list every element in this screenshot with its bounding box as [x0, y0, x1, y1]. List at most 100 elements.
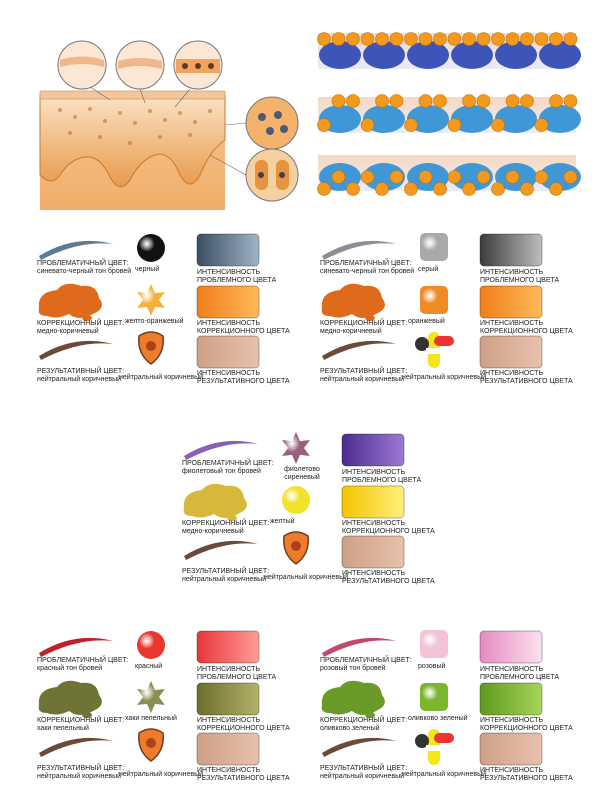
result-label-title: РЕЗУЛЬТАТИВНЫЙ ЦВЕТ: — [320, 765, 408, 772]
pigment-particle-small — [433, 94, 447, 108]
result-label: РЕЗУЛЬТАТИВНЫЙ ЦВЕТ:нейтральный коричнев… — [320, 368, 407, 384]
result-brow-stroke — [322, 340, 396, 360]
result-color-icon — [138, 331, 164, 365]
correction-blob — [321, 680, 385, 715]
problem-intensity-swatch — [196, 233, 260, 267]
correction-swatch-caption-line2: КОРРЕКЦИОННОГО ЦВЕТА — [342, 528, 435, 535]
problem-label-desc: синевато-черный тон бровей — [320, 268, 415, 275]
zoom-circle-2 — [115, 40, 165, 104]
zoom-circle-1 — [57, 40, 111, 101]
correction-icon-caption: оранжевый — [408, 318, 445, 325]
pigment-particle-small — [476, 94, 491, 108]
correction-label-desc: медно-коричневый — [37, 328, 99, 335]
result-label-title: РЕЗУЛЬТАТИВНЫЙ ЦВЕТ: — [37, 765, 125, 772]
pigment-particle-small — [331, 170, 346, 184]
result-swatch-caption-line2: РЕЗУЛЬТАТИВНОГО ЦВЕТА — [342, 578, 435, 585]
zoom-circle-3 — [173, 40, 223, 108]
result-icon-caption: нейтральный коричневый — [402, 771, 487, 778]
result-brow-stroke — [39, 737, 113, 757]
result-label-desc: нейтральный коричневый — [320, 376, 405, 383]
problem-intensity-swatch — [196, 630, 260, 664]
panel-graphics — [183, 432, 405, 569]
pigment-particle-small — [534, 118, 549, 132]
pigment-particle-small — [433, 32, 447, 46]
result-brow-stroke — [322, 737, 396, 757]
correction-blob — [321, 283, 385, 318]
pigment-particle-large — [495, 105, 537, 133]
result-intensity-swatch — [341, 535, 405, 569]
result-label-title: РЕЗУЛЬТАТИВНЫЙ ЦВЕТ: — [37, 368, 125, 375]
pigment-particle-small — [549, 182, 563, 196]
zoom-circle-5 — [209, 148, 299, 202]
result-icon-caption: нейтральный коричневый — [119, 374, 204, 381]
pigment-particle-small — [433, 182, 447, 196]
correction-label: КОРРЕКЦИОННЫЙ ЦВЕТ:медно-коричневый — [182, 520, 269, 536]
pigment-particle-small — [563, 170, 578, 184]
problem-color-icon — [137, 631, 165, 659]
correction-label-desc: медно-коричневый — [182, 528, 244, 535]
pigment-particle-small — [520, 32, 534, 46]
correction-blob — [38, 283, 102, 318]
pigment-particle-small — [389, 32, 404, 46]
pigment-particle-large — [539, 163, 581, 191]
pigment-particle-small — [375, 32, 389, 46]
problem-swatch-caption-line1: ИНТЕНСИВНОСТЬ — [480, 666, 544, 673]
result-color-icon — [415, 332, 454, 368]
correction-swatch-caption-line1: ИНТЕНСИВНОСТЬ — [197, 717, 261, 724]
problem-swatch-caption-line1: ИНТЕНСИВНОСТЬ — [342, 469, 406, 476]
result-icon-caption: нейтральный коричневый — [402, 374, 487, 381]
result-intensity-swatch — [196, 732, 260, 766]
pigment-particle-small — [331, 94, 346, 108]
correction-icon-caption: хаки пепельный — [125, 715, 177, 722]
problem-label-desc: розовый тон бровей — [320, 665, 386, 672]
pigment-particle-large — [451, 41, 493, 69]
correction-swatch-caption-line2: КОРРЕКЦИОННОГО ЦВЕТА — [480, 725, 573, 732]
correction-intensity-swatch — [196, 682, 260, 716]
pigment-particle-small — [360, 170, 375, 184]
result-label-desc: нейтральный коричневый — [37, 376, 122, 383]
pigment-particle-small — [360, 118, 375, 132]
zoom-circle-4 — [224, 96, 299, 150]
pigment-particle-large — [495, 41, 537, 69]
correction-label-desc: медно-коричневый — [320, 328, 382, 335]
result-label-title: РЕЗУЛЬТАТИВНЫЙ ЦВЕТ: — [182, 568, 270, 575]
result-color-icon — [415, 729, 454, 765]
result-swatch-caption-line1: ИНТЕНСИВНОСТЬ — [342, 570, 406, 577]
result-swatch-caption-line2: РЕЗУЛЬТАТИВНОГО ЦВЕТА — [197, 378, 290, 385]
problem-color-icon — [282, 432, 310, 464]
pigment-particle-small — [491, 32, 505, 46]
epidermis-layer — [39, 94, 226, 188]
problem-label-title: ПРОБЛЕМАТИЧНЫЙ ЦВЕТ: — [320, 260, 412, 267]
correction-label: КОРРЕКЦИОННЫЙ ЦВЕТ:хаки пепельный — [37, 717, 124, 733]
problem-intensity-swatch — [341, 433, 405, 467]
pigment-particle-small — [505, 170, 520, 184]
pigment-particle-small — [563, 94, 578, 108]
problem-icon-caption: фиолетово сиреневый — [284, 466, 320, 481]
pigment-particle-small — [549, 32, 563, 46]
pigment-particle-small — [563, 32, 578, 46]
pigment-particle-small — [520, 94, 534, 108]
problem-color-icon — [420, 630, 448, 658]
correction-intensity-swatch — [341, 485, 405, 519]
problem-label-desc: синевато-черный тон бровей — [37, 268, 132, 275]
pigment-particle-small — [520, 182, 534, 196]
problem-color-icon — [137, 234, 165, 262]
pigment-particle-large — [407, 41, 449, 69]
pigment-particle-small — [389, 170, 404, 184]
result-swatch-caption-line1: ИНТЕНСИВНОСТЬ — [197, 370, 261, 377]
problem-swatch-caption-line2: ПРОБЛЕМНОГО ЦВЕТА — [342, 477, 422, 484]
result-label-desc: нейтральный коричневый — [37, 773, 122, 780]
pigment-particle-small — [389, 94, 404, 108]
pigment-particle-large — [319, 41, 361, 69]
correction-swatch-caption-line1: ИНТЕНСИВНОСТЬ — [480, 320, 544, 327]
problem-swatch-caption-line2: ПРОБЛЕМНОГО ЦВЕТА — [480, 277, 560, 284]
correction-label-desc: хаки пепельный — [37, 725, 89, 732]
pigment-particle-small — [360, 32, 375, 46]
